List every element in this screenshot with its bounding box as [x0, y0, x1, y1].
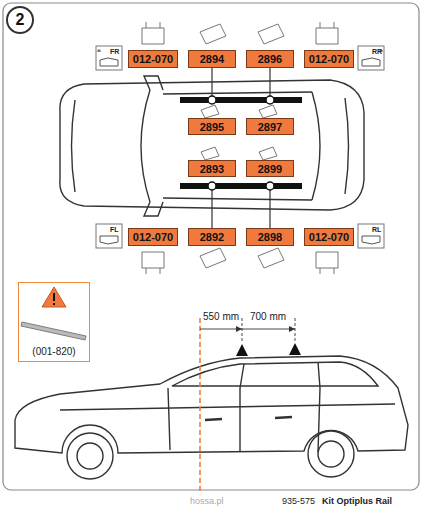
part-number: 012-070 — [133, 53, 173, 65]
part-number: 012-070 — [309, 53, 349, 65]
part-number: 2895 — [200, 121, 224, 133]
part-number-box: 2896 — [246, 50, 294, 68]
part-number: 012-070 — [133, 231, 173, 243]
kit-name: Kit Optiplus Rail — [322, 497, 392, 506]
position-code: FL — [110, 226, 119, 233]
part-number-box: 2899 — [246, 160, 294, 177]
part-number: (001-820) — [32, 346, 75, 357]
part-number-box: 2895 — [188, 118, 236, 135]
position-code: FR — [110, 48, 119, 55]
dimension: 550 mm — [203, 312, 239, 322]
part-number-box: 012-070 — [128, 50, 178, 68]
part-number: 2897 — [258, 121, 282, 133]
warning-box: (001-820) — [18, 282, 90, 362]
watermark: hossa.pl — [190, 497, 224, 506]
part-number: 012-070 — [309, 231, 349, 243]
part-number-box: 2898 — [246, 228, 294, 246]
part-number-box: 012-070 — [128, 228, 178, 246]
part-number: 2896 — [258, 53, 282, 65]
document-number: 935-575 — [282, 497, 315, 506]
part-number-box: 2892 — [188, 228, 236, 246]
part-number: 2898 — [258, 231, 282, 243]
part-number-box: 012-070 — [304, 228, 354, 246]
step-number: 2 — [6, 6, 34, 34]
part-number-box: 2897 — [246, 118, 294, 135]
part-number-box: 012-070 — [304, 50, 354, 68]
position-code: RL — [372, 226, 381, 233]
part-number: 2899 — [258, 163, 282, 175]
part-number: 2893 — [200, 163, 224, 175]
part-number-box: 2894 — [188, 50, 236, 68]
dimension: 700 mm — [250, 312, 286, 322]
part-number: 2894 — [200, 53, 224, 65]
position-code: RR — [372, 48, 382, 55]
part-number-box: 2893 — [188, 160, 236, 177]
part-number: 2 — [16, 11, 25, 29]
part-number: 2892 — [200, 231, 224, 243]
